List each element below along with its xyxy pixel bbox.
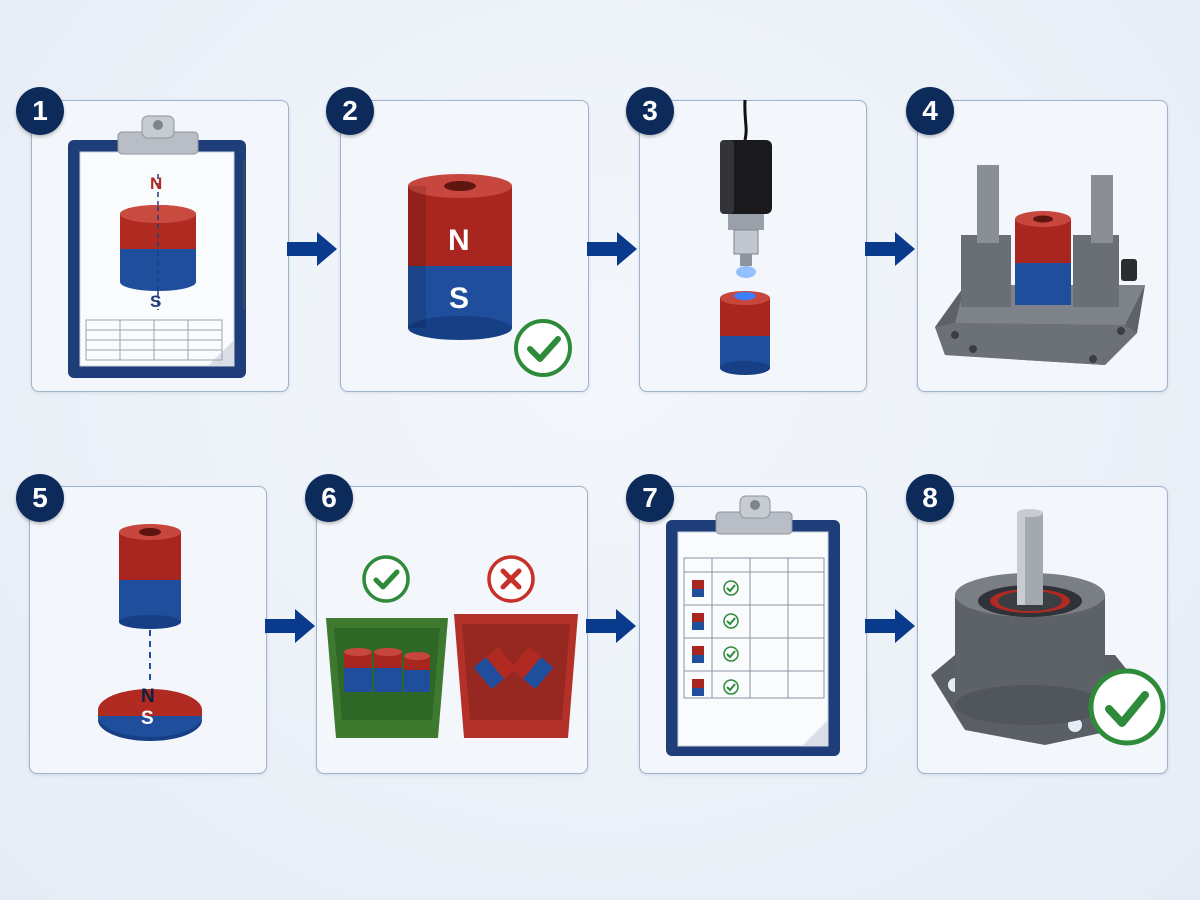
sort-bins-icon — [326, 555, 578, 738]
polarity-test-icon — [98, 524, 202, 741]
arrow-right-icon — [265, 609, 315, 643]
arrow-right-icon — [865, 609, 915, 643]
step-2-south-label: S — [449, 282, 470, 315]
magnet-check-icon — [408, 174, 572, 377]
magnet-fixture-icon — [935, 165, 1145, 365]
step-1-south-label: S — [150, 292, 162, 311]
step-6-badge: 6 — [305, 474, 353, 522]
arrow-right-icon — [586, 609, 636, 643]
step-3-badge: 3 — [626, 87, 674, 135]
step-1-badge: 1 — [16, 87, 64, 135]
magnetometer-probe-icon — [720, 99, 772, 375]
assembled-motor-check-icon — [931, 509, 1166, 746]
step-5-south-label: S — [141, 708, 154, 729]
step-7-badge: 7 — [626, 474, 674, 522]
step-2-badge: 2 — [326, 87, 374, 135]
step-5-north-label: N — [141, 686, 155, 707]
clipboard-magnet-drawing-icon — [68, 115, 246, 378]
step-4-badge: 4 — [906, 87, 954, 135]
arrow-right-icon — [587, 232, 637, 266]
arrow-right-icon — [287, 232, 337, 266]
step-8-badge: 8 — [906, 474, 954, 522]
arrow-right-icon — [865, 232, 915, 266]
inspection-checklist-icon — [666, 495, 840, 756]
step-1-north-label: N — [150, 174, 163, 193]
step-2-north-label: N — [448, 224, 470, 257]
step-5-badge: 5 — [16, 474, 64, 522]
